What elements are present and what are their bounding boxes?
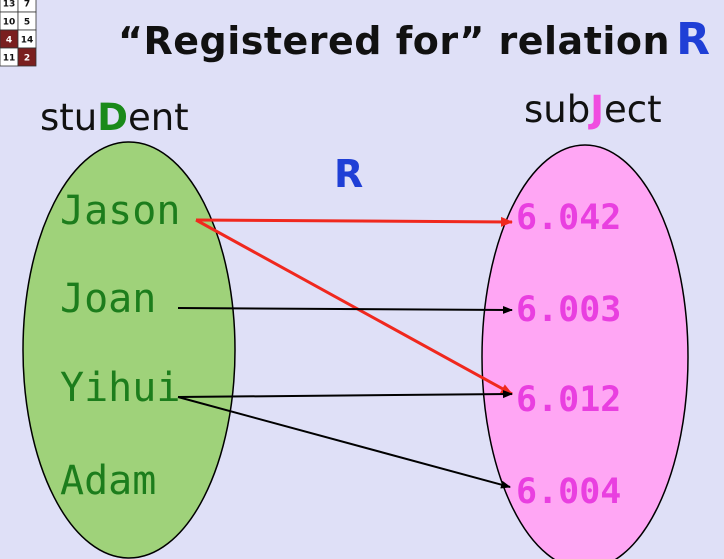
student-label-suffix: ent xyxy=(127,96,189,139)
arrow-jason-6012 xyxy=(195,218,513,396)
grid-cell-label: 7 xyxy=(24,0,30,10)
subject-set-label: subJect xyxy=(524,88,662,131)
corner-grid-thumbnail: 13 7 10 5 4 14 11 2 xyxy=(0,0,37,67)
subject-label-highlight: J xyxy=(590,88,604,131)
arrow-yihui-6004 xyxy=(177,396,511,489)
grid-cell-label: 11 xyxy=(3,54,16,64)
grid-cell-label: 13 xyxy=(3,0,16,10)
student-set-ellipse xyxy=(22,141,236,559)
title-text: “Registered for” relation xyxy=(118,19,671,63)
student-name-adam: Adam xyxy=(60,458,157,504)
subject-code-6004: 6.004 xyxy=(516,472,622,512)
relation-arrows xyxy=(177,216,513,489)
student-label-highlight: D xyxy=(97,96,128,139)
student-name-yihui: Yihui xyxy=(60,365,181,411)
arrow-joan-6003 xyxy=(177,305,513,314)
arrow-jason-6042 xyxy=(195,216,513,227)
student-label-prefix: stu xyxy=(40,96,98,139)
grid-cell-label: 4 xyxy=(6,36,12,46)
arrow-yihui-6012 xyxy=(177,390,513,399)
relation-label: R xyxy=(334,152,364,196)
grid-cell-label: 14 xyxy=(21,36,34,46)
student-name-joan: Joan xyxy=(60,276,157,322)
grid-cell-label: 10 xyxy=(3,18,16,28)
subject-code-6042: 6.042 xyxy=(516,198,622,238)
grid-cell xyxy=(17,47,37,67)
student-set-label: stuDent xyxy=(40,96,189,139)
subject-label-suffix: ect xyxy=(604,88,662,131)
student-name-jason: Jason xyxy=(60,188,181,234)
subject-code-6003: 6.003 xyxy=(516,290,622,330)
grid-cell-label: 5 xyxy=(24,18,30,28)
subject-code-6012: 6.012 xyxy=(516,380,622,420)
subject-set-ellipse xyxy=(481,144,689,559)
subject-label-prefix: sub xyxy=(524,88,591,131)
grid-cell-label: 2 xyxy=(24,54,30,64)
title-relation-symbol: R xyxy=(676,14,711,65)
